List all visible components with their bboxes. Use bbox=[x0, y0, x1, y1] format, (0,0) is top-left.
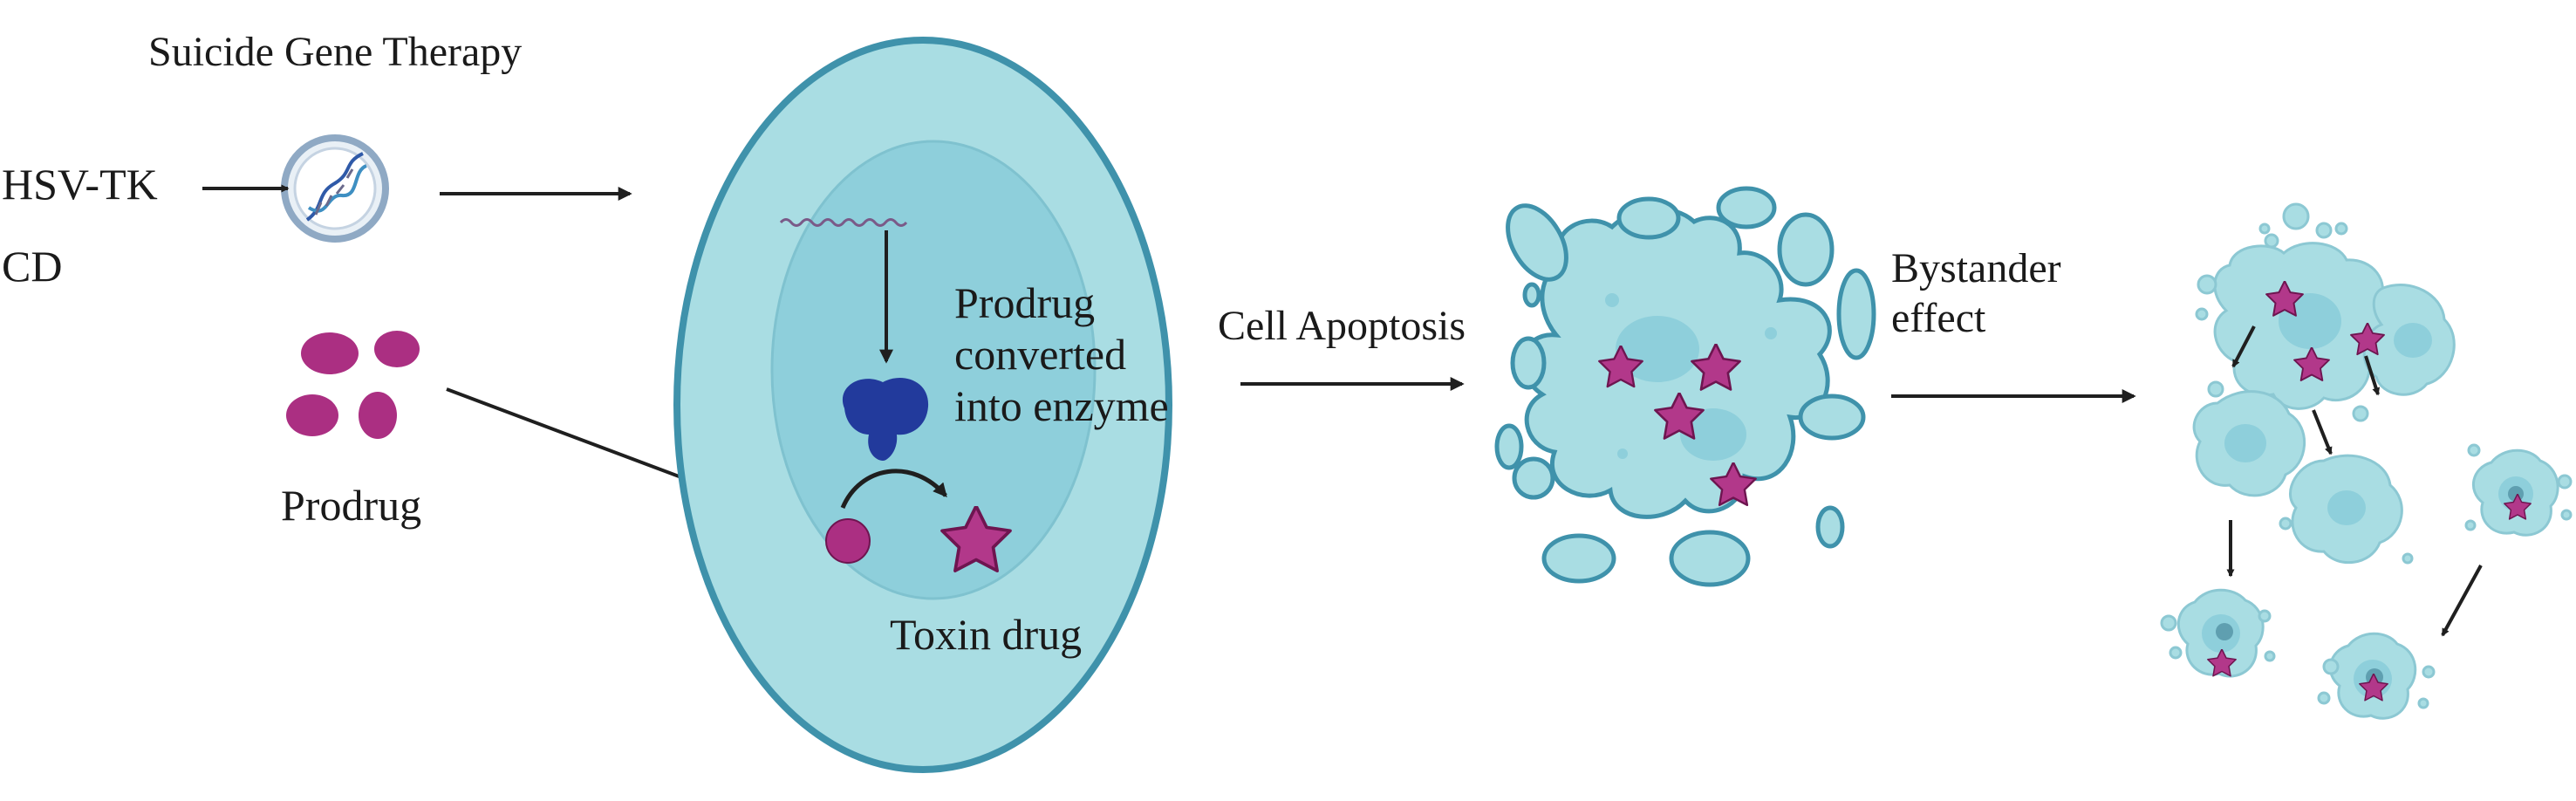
bystander-label-line: effect bbox=[1891, 294, 1986, 341]
conversion-label-line: Prodrug bbox=[954, 278, 1096, 327]
apoptotic-cell-icon bbox=[1494, 186, 1876, 587]
conversion-arrow bbox=[840, 469, 947, 509]
diagram-title: Suicide Gene Therapy bbox=[148, 29, 523, 75]
bystander-spread-arrows bbox=[2226, 325, 2483, 637]
bystander-label: Bystander effect bbox=[1891, 244, 2061, 343]
mrna-strand-icon bbox=[779, 218, 908, 227]
toxin-label: Toxin drug bbox=[890, 610, 1083, 659]
prodrug-label: Prodrug bbox=[281, 481, 422, 530]
conversion-label: Prodrug converted into enzyme bbox=[954, 277, 1169, 432]
prodrug-in-cell bbox=[825, 518, 871, 564]
gene-label-hsv-tk: HSV-TK bbox=[2, 160, 158, 209]
gene-label-cd: CD bbox=[2, 242, 63, 291]
bystander-label-line: Bystander bbox=[1891, 245, 2061, 291]
plasmid-dna-icon bbox=[281, 134, 389, 243]
enzyme-icon bbox=[842, 378, 929, 461]
conversion-label-line: converted bbox=[954, 330, 1127, 379]
prodrug-molecule-icon bbox=[286, 331, 420, 439]
apoptosis-label: Cell Apoptosis bbox=[1218, 303, 1466, 349]
conversion-label-line: into enzyme bbox=[954, 381, 1169, 430]
nucleus bbox=[770, 140, 1097, 600]
